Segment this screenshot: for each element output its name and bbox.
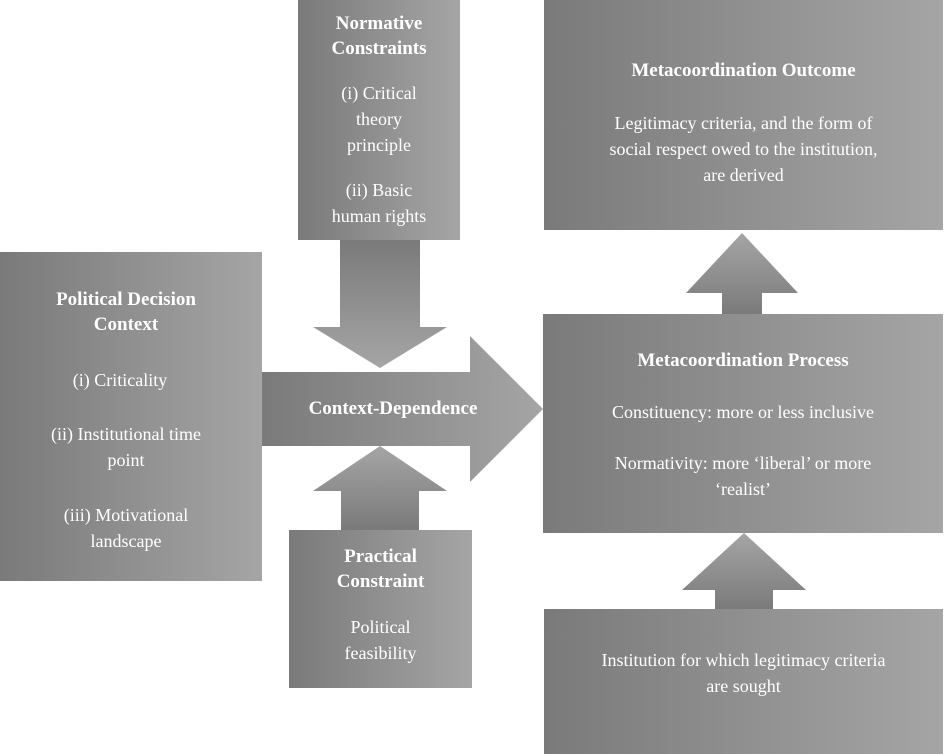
arrow-right-context xyxy=(262,336,543,482)
normative-item-critical-theory: (i) Critical theory principle xyxy=(341,83,417,155)
political-item-time-point: (ii) Institutional time point xyxy=(51,424,201,470)
arrow-up-outcome xyxy=(686,233,798,315)
normative-title: Normative Constraints xyxy=(331,13,427,59)
practical-constraint-box xyxy=(289,530,472,688)
practical-title: Practical Constraint xyxy=(336,546,425,592)
institution-text: Institution for which legitimacy criteri… xyxy=(601,650,886,696)
institution-box xyxy=(544,609,943,754)
political-decision-context-box xyxy=(0,252,262,581)
context-dependence-label: Context-Dependence xyxy=(308,398,478,419)
practical-item-feasibility: Political feasibility xyxy=(344,617,417,663)
practical-constraint: Practical Constraint Political feasibili… xyxy=(289,530,472,688)
political-decision-context: Political Decision Context (i) Criticali… xyxy=(0,252,262,581)
normative-constraints: Normative Constraints (i) Critical theor… xyxy=(298,0,460,240)
outcome-title: Metacoordination Outcome xyxy=(631,60,856,81)
normative-constraints-box xyxy=(298,0,460,240)
process-title: Metacoordination Process xyxy=(637,350,849,371)
metacoordination-process-box xyxy=(543,314,943,533)
political-item-criticality: (i) Criticality xyxy=(72,370,168,390)
political-item-motivational: (iii) Motivational landscape xyxy=(63,505,189,551)
metacoordination-outcome: Metacoordination Outcome Legitimacy crit… xyxy=(544,0,943,230)
outcome-description: Legitimacy criteria, and the form of soc… xyxy=(609,113,878,185)
normative-item-human-rights: (ii) Basic human rights xyxy=(331,180,427,226)
institution: Institution for which legitimacy criteri… xyxy=(544,609,943,754)
metacoordination-process: Metacoordination Process Constituency: m… xyxy=(543,314,943,533)
arrow-down-normative xyxy=(313,240,447,368)
political-title: Political Decision Context xyxy=(56,289,196,335)
process-constituency: Constituency: more or less inclusive xyxy=(612,402,874,422)
metacoordination-outcome-box xyxy=(544,0,943,230)
arrow-up-process xyxy=(682,533,806,610)
arrow-up-practical xyxy=(313,446,447,530)
process-normativity: Normativity: more ‘liberal’ or more ‘rea… xyxy=(614,453,872,499)
